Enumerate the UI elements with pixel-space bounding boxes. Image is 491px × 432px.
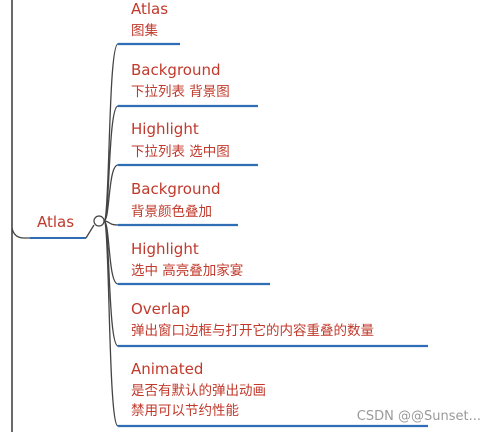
branch-description: 弹出窗口边框与打开它的内容重叠的数量 bbox=[131, 323, 374, 339]
branch-title: Animated bbox=[131, 360, 204, 378]
branch-description: 下拉列表 选中图 bbox=[131, 144, 230, 160]
branch-description: 是否有默认的弹出动画 bbox=[131, 383, 266, 399]
branch-title: Atlas bbox=[131, 0, 169, 18]
branch-title: Highlight bbox=[131, 240, 199, 258]
branch-title: Background bbox=[131, 180, 221, 198]
branch-title: Overlap bbox=[131, 300, 190, 318]
branch-description: 选中 高亮叠加家宴 bbox=[131, 263, 244, 279]
watermark: CSDN @@Sunset... bbox=[356, 409, 481, 424]
root-node-label: Atlas bbox=[37, 213, 75, 231]
branch-title: Highlight bbox=[131, 120, 199, 138]
collapse-toggle-icon[interactable] bbox=[93, 215, 105, 227]
root-connector bbox=[11, 227, 34, 239]
branch-connector bbox=[103, 164, 119, 222]
branch-description: 图集 bbox=[131, 23, 158, 39]
branch-description: 禁用可以节约性能 bbox=[131, 403, 239, 419]
branch-description: 下拉列表 背景图 bbox=[131, 84, 230, 100]
branch-title: Background bbox=[131, 61, 221, 79]
branch-connector bbox=[103, 220, 119, 427]
branch-lines bbox=[103, 42, 428, 428]
root-toggle-link bbox=[85, 224, 95, 239]
branch-description: 背景颜色叠加 bbox=[131, 204, 212, 220]
